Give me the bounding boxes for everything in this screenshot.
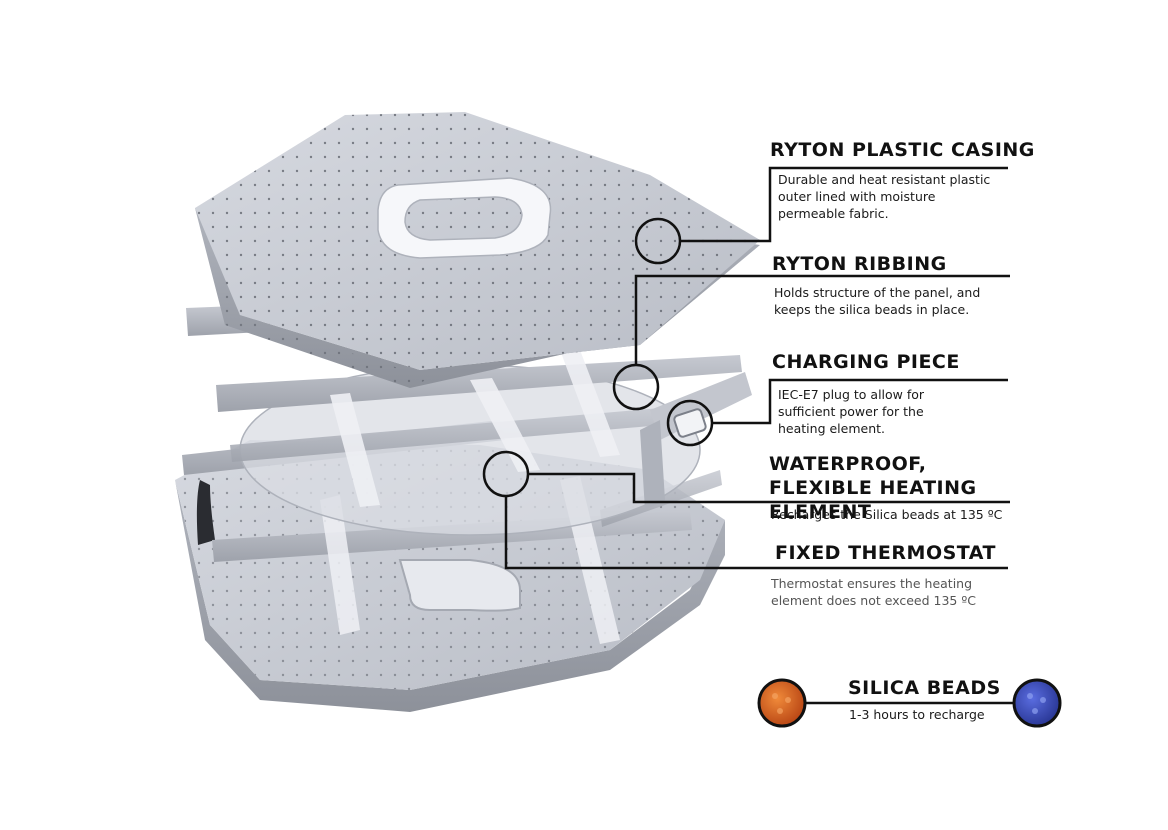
callout-lines <box>482 166 1014 705</box>
callout-title-ribbing: RYTON RIBBING <box>772 253 947 275</box>
callout-desc-charging: IEC-E7 plug to allow for sufficient powe… <box>778 387 925 436</box>
callout-title-heating: WATERPROOF, FLEXIBLE HEATING ELEMENT <box>769 453 977 523</box>
charging-piece <box>640 372 752 510</box>
callout-desc-ribbing: Holds structure of the panel, and keeps … <box>774 285 981 317</box>
callout-desc-thermostat: Thermostat ensures the heating element d… <box>771 576 976 608</box>
callout-desc-heating: Recharges the Silica beads at 135 ºC <box>771 507 1003 522</box>
silica-beads-subtitle: 1-3 hours to recharge <box>849 707 985 722</box>
callout-title-casing: RYTON PLASTIC CASING <box>770 139 1035 161</box>
casing-handle-cutout <box>377 177 552 259</box>
callout-title-charging: CHARGING PIECE <box>772 351 960 373</box>
callout-desc-casing: Durable and heat resistant plastic outer… <box>778 172 991 221</box>
silica-bead-orange <box>757 678 807 728</box>
top-casing <box>195 112 760 388</box>
callout-title-thermostat: FIXED THERMOSTAT <box>775 542 996 564</box>
silica-beads-title: SILICA BEADS <box>848 677 1001 699</box>
silica-bead-blue <box>1012 678 1062 728</box>
